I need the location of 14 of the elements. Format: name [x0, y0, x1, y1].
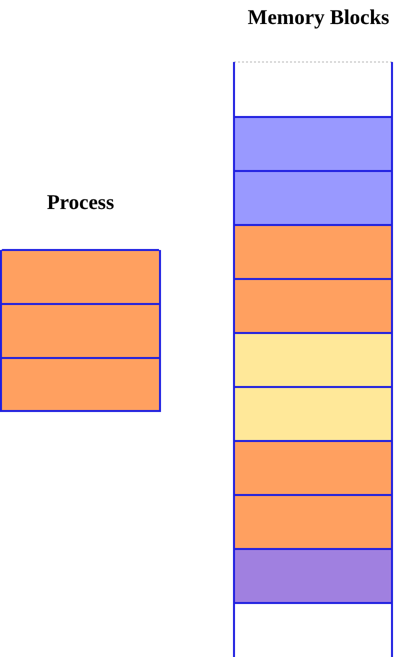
- column-heading: Memory Blocks: [246, 5, 390, 30]
- memory-block: [2, 249, 159, 305]
- memory-block: [235, 278, 391, 334]
- memory-block: [235, 386, 391, 442]
- memory-block: [2, 357, 159, 412]
- memory-block: [235, 170, 391, 226]
- memory-block: [235, 224, 391, 280]
- memory-block: [235, 116, 391, 172]
- memory-block: [235, 494, 391, 550]
- column-heading: Process: [46, 190, 116, 215]
- memory-block: [235, 332, 391, 388]
- memory-block: [235, 440, 391, 496]
- memory-block: [235, 548, 391, 604]
- memory-block: [2, 303, 159, 359]
